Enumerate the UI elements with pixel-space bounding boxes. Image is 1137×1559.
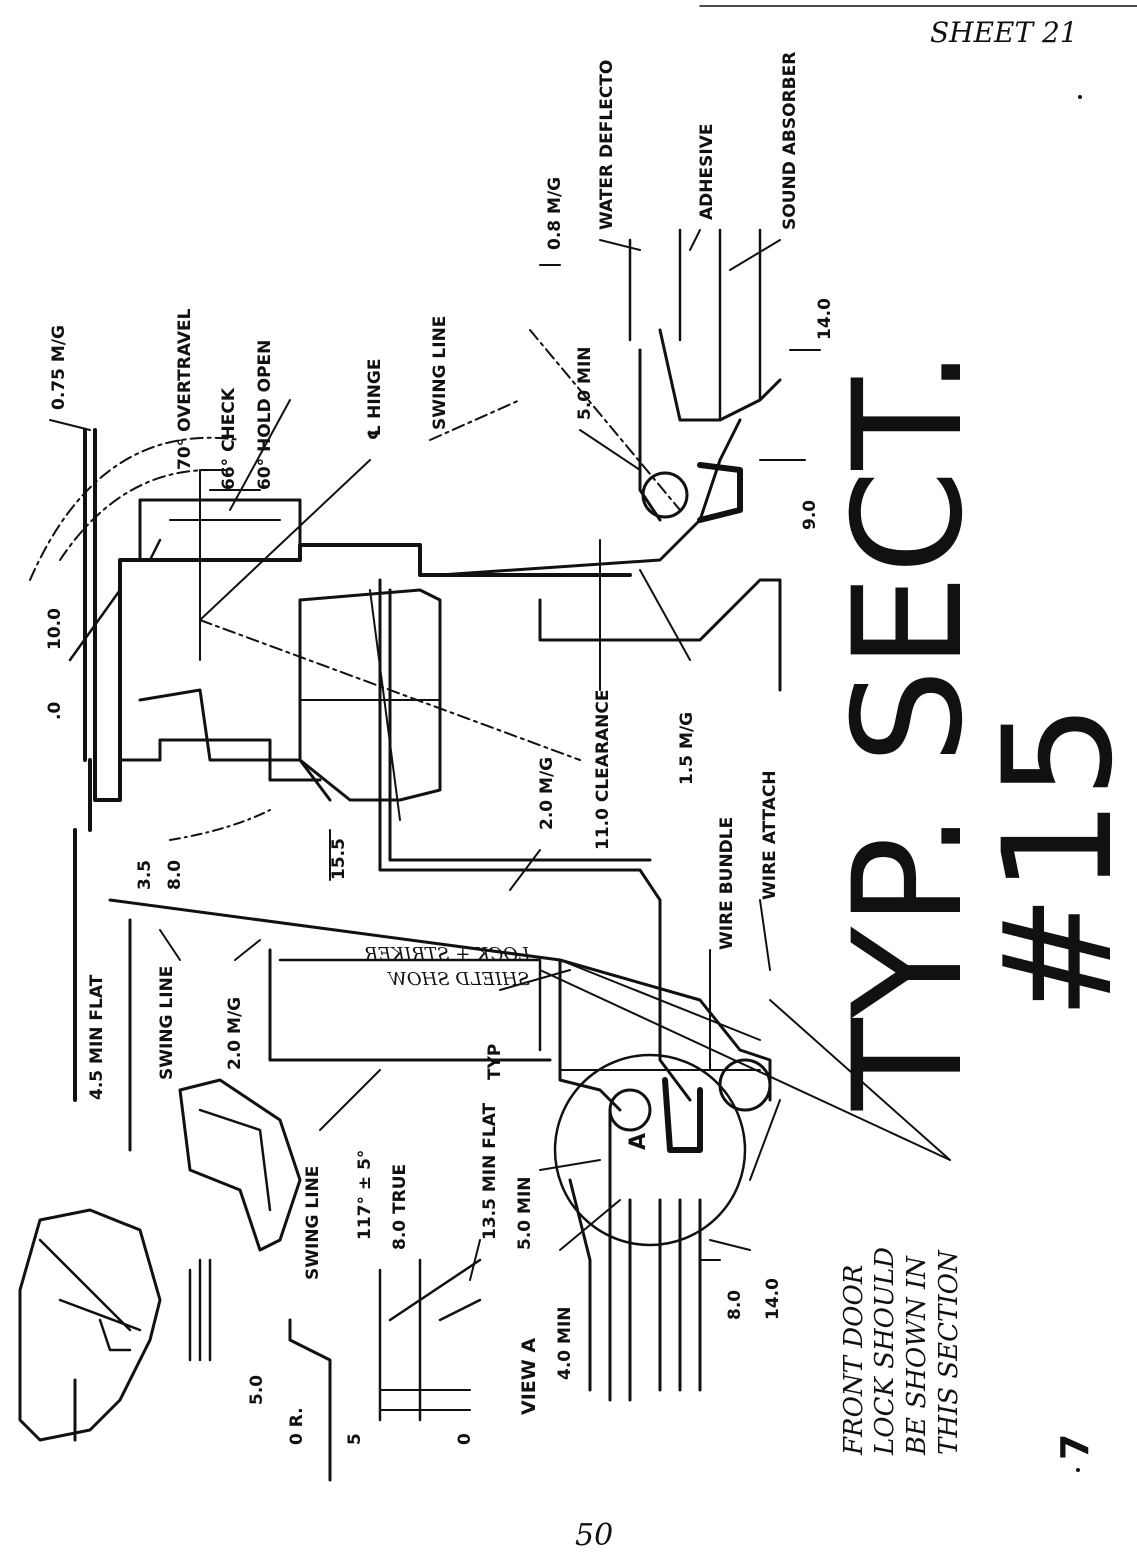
label-true80: 8.0 TRUE	[390, 1164, 410, 1250]
label-swing-line-low: SWING LINE	[303, 1166, 323, 1280]
label-clearance: 11.0 CLEARANCE	[593, 689, 613, 850]
dimension-labels: 0.75 M/G 70° OVERTRAVEL 66° CHECK 60° HO…	[45, 52, 835, 1445]
label-angle: 117° ± 5°	[355, 1150, 375, 1240]
front-door-note-line4: THIS SECTION	[934, 1249, 964, 1455]
title-line1: TYP. SECT.	[822, 348, 996, 1111]
label-m075: 0.75 M/G	[49, 325, 69, 410]
label-or: 0 R.	[287, 1407, 307, 1445]
footer-number: 50	[575, 1518, 613, 1553]
front-door-note-line1: FRONT DOOR	[839, 1265, 869, 1456]
label-hinge: ℄ HINGE	[365, 359, 385, 441]
label-adhesive: ADHESIVE	[697, 124, 717, 220]
label-swing-line-top: SWING LINE	[430, 316, 450, 430]
label-d140-low: 14.0	[763, 1278, 783, 1320]
label-min50-top: 5.0 MIN	[575, 346, 595, 420]
label-d50-left: 5.0	[247, 1375, 267, 1405]
front-door-note-line3: BE SHOWN IN	[902, 1255, 932, 1456]
label-d0: 0	[455, 1433, 475, 1445]
label-wire-bundle: WIRE BUNDLE	[717, 817, 737, 950]
section-title: TYP. SECT. #15	[822, 348, 1137, 1111]
label-m20-mid: 2.0 M/G	[537, 757, 557, 830]
label-overtravel: 70° OVERTRAVEL	[175, 308, 195, 470]
label-min40: 4.0 MIN	[555, 1306, 575, 1380]
front-door-note-line2: LOCK SHOULD	[870, 1247, 900, 1456]
label-view-a: VIEW A	[518, 1338, 540, 1415]
label-hold-open: 60° HOLD OPEN	[255, 340, 275, 490]
title-line2: #15	[972, 703, 1137, 1020]
label-d35: 3.5	[135, 860, 155, 890]
label-min-flat45: 4.5 MIN FLAT	[87, 974, 107, 1100]
label-wire-attach: WIRE ATTACH	[760, 770, 780, 900]
label-m15: 1.5 M/G	[677, 712, 697, 785]
label-m20-left: 2.0 M/G	[225, 997, 245, 1070]
shield-note-line2: LOCK + STRIKER	[364, 944, 531, 965]
label-d155: 15.5	[329, 838, 349, 880]
front-door-note: FRONT DOOR LOCK SHOULD BE SHOWN IN THIS …	[839, 1247, 964, 1456]
leader-lines	[49, 229, 951, 1281]
label-check: 66° CHECK	[219, 387, 239, 490]
label-d80b: 8.0	[725, 1290, 745, 1320]
label-d140-top: 14.0	[815, 298, 835, 340]
label-swing-line-mid: SWING LINE	[157, 966, 177, 1080]
door-section-geometry	[18, 228, 782, 1482]
label-d5: 5	[345, 1433, 365, 1445]
label-water-deflector: WATER DEFLECTO	[597, 60, 617, 230]
page-number: 7	[1053, 1434, 1097, 1460]
label-d80a: 8.0	[165, 860, 185, 890]
label-min-flat135: 13.5 MIN FLAT	[480, 1102, 500, 1240]
sheet-label: SHEET 21	[930, 16, 1078, 49]
label-d100: 10.0	[45, 608, 65, 650]
label-sound-absorber: SOUND ABSORBER	[780, 52, 800, 230]
label-m08: 0.8 M/G	[545, 177, 565, 250]
label-d10: .0	[45, 702, 65, 720]
shield-note-line1: SHIELD SHOW	[387, 969, 530, 990]
speck	[1078, 95, 1082, 99]
label-d90: 9.0	[800, 500, 820, 530]
shield-note: SHIELD SHOW LOCK + STRIKER	[364, 944, 531, 990]
speck	[1076, 1468, 1080, 1472]
label-min50-low: 5.0 MIN	[515, 1176, 535, 1250]
label-callout-a: A	[626, 1133, 651, 1150]
label-typ: TYP	[485, 1044, 505, 1080]
